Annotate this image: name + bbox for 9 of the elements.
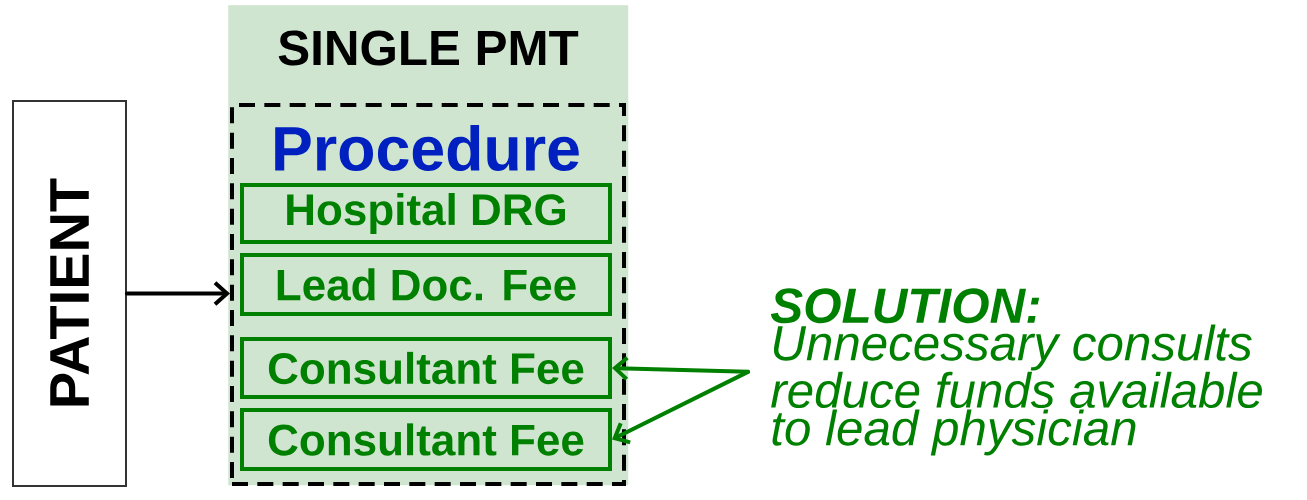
solution-note: SOLUTION: Unnecessary consults reduce funds available to lead physician [770,288,1262,456]
fee-box: Consultant Fee [240,337,612,399]
arrow [612,356,750,381]
fee-box: Hospital DRG [240,183,612,244]
arrow [612,369,750,445]
fee-box: Consultant Fee [240,408,612,471]
fee-box: Lead Doc. Fee [240,253,612,316]
patient-box: PATIENT [12,100,127,487]
arrow [125,281,230,306]
